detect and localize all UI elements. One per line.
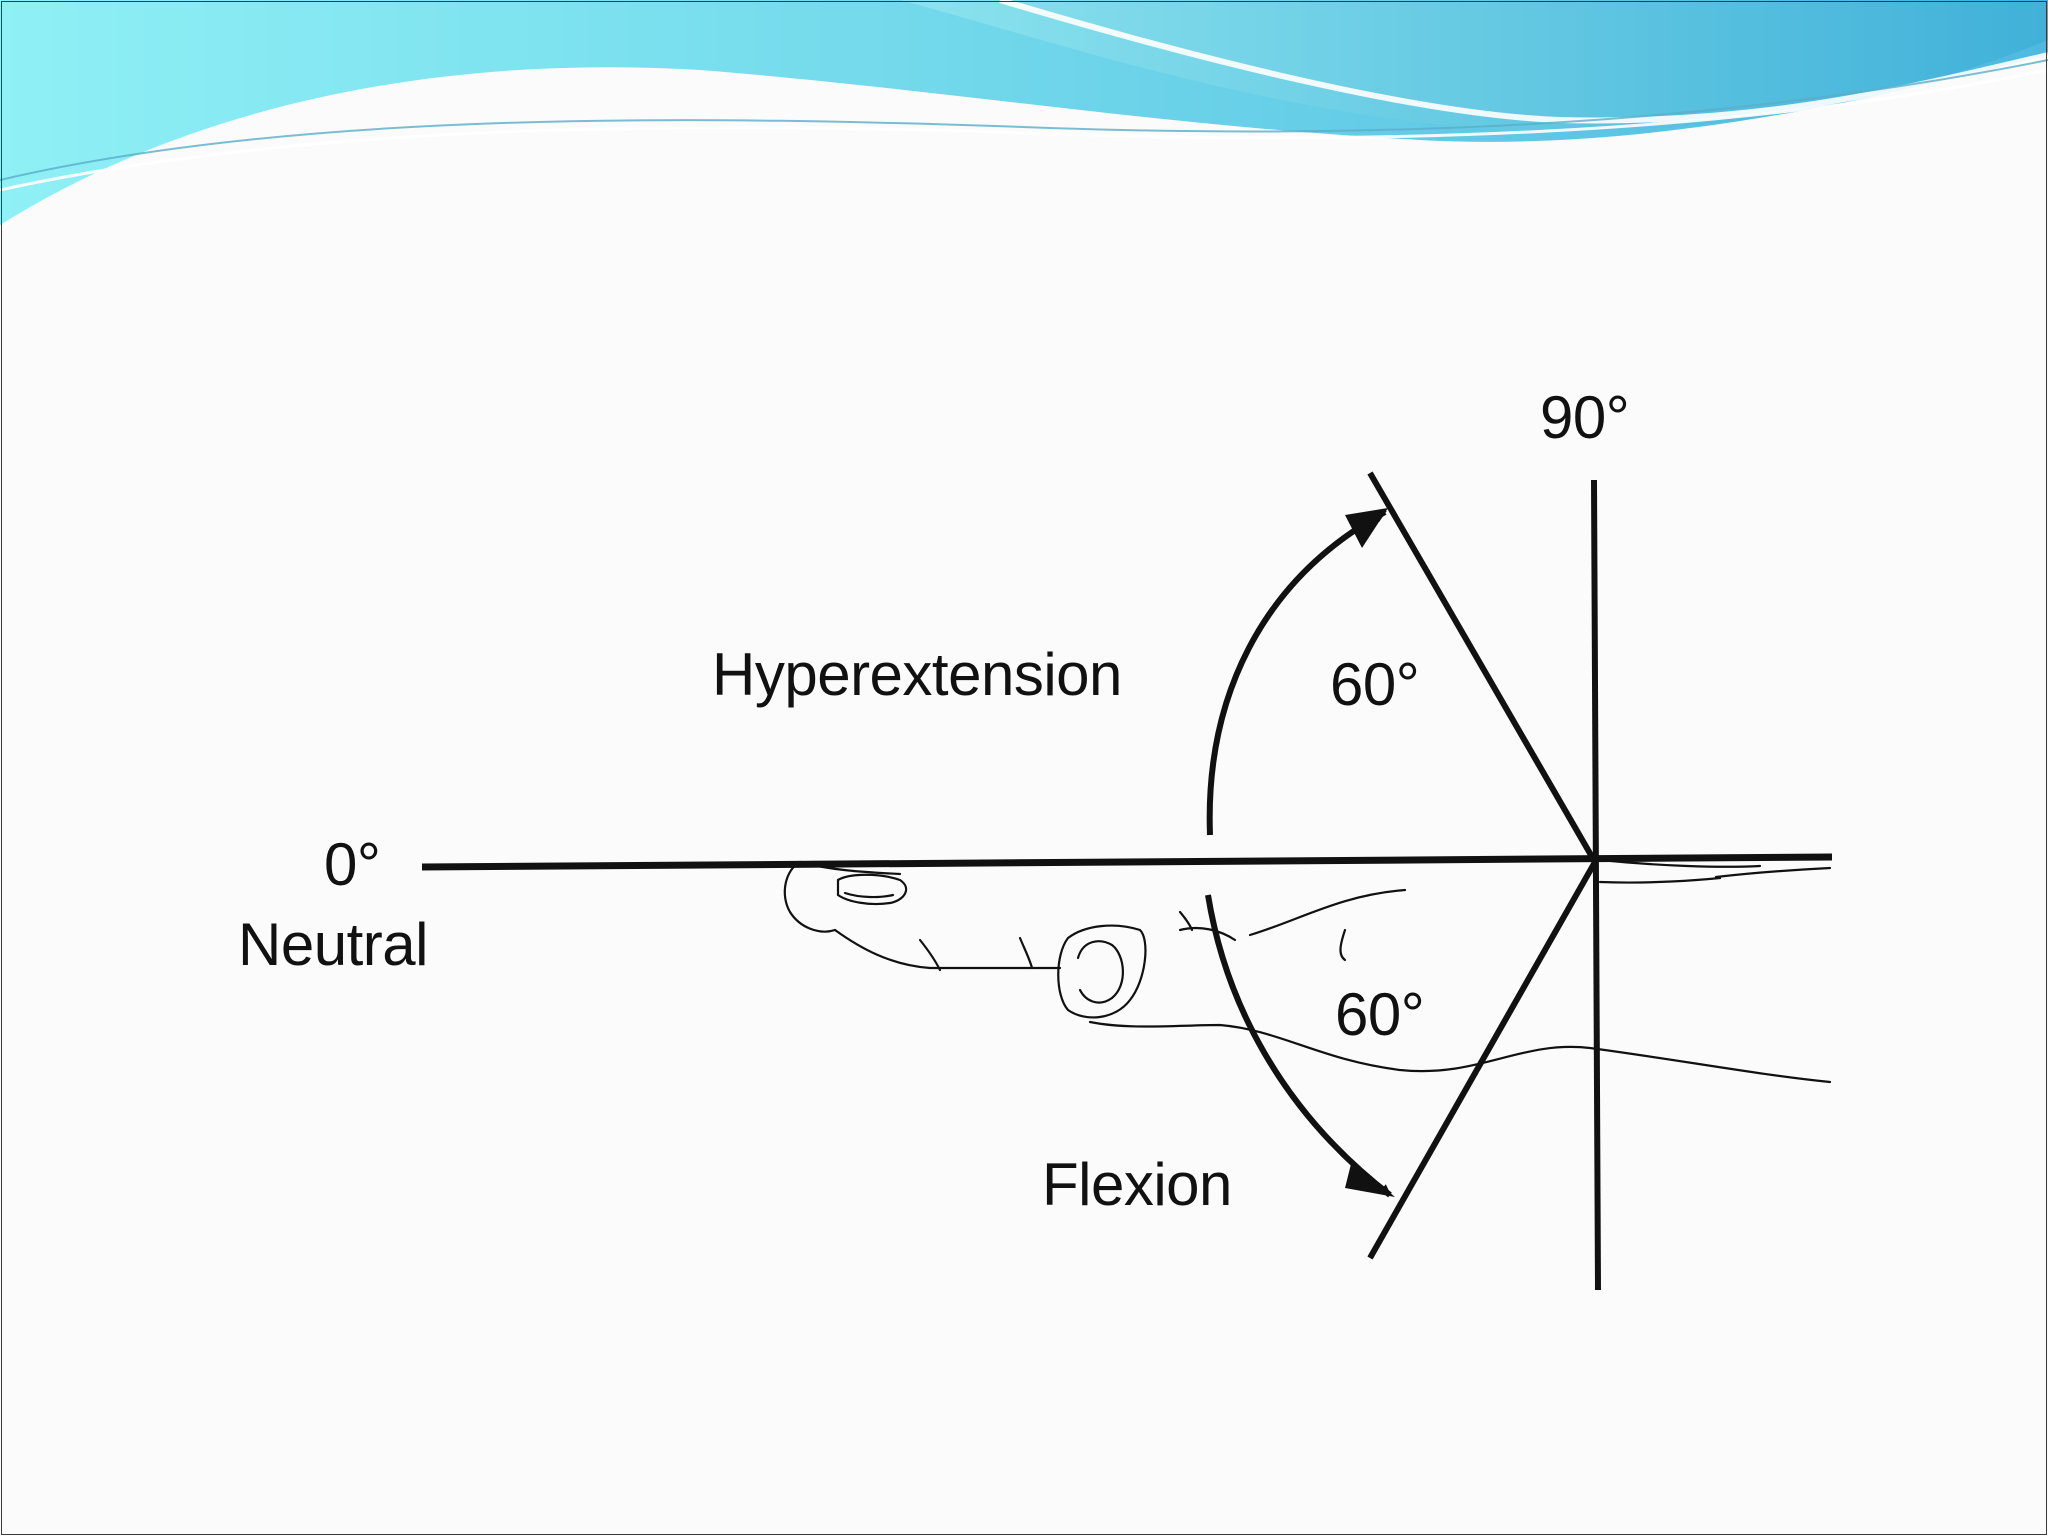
- finger-outline: [785, 860, 1830, 1082]
- label-flexion-angle: 60°: [1335, 985, 1424, 1045]
- flexion-line: [1370, 862, 1595, 1258]
- label-hyperextension: Hyperextension: [712, 645, 1122, 705]
- label-hyperextension-angle: 60°: [1330, 655, 1419, 715]
- label-0-degrees: 0°: [324, 835, 380, 895]
- neutral-axis-line: [422, 857, 1832, 867]
- label-flexion: Flexion: [1042, 1155, 1232, 1215]
- vertical-90-line: [1594, 480, 1598, 1290]
- label-neutral: Neutral: [238, 915, 428, 975]
- label-90-degrees: 90°: [1540, 388, 1629, 448]
